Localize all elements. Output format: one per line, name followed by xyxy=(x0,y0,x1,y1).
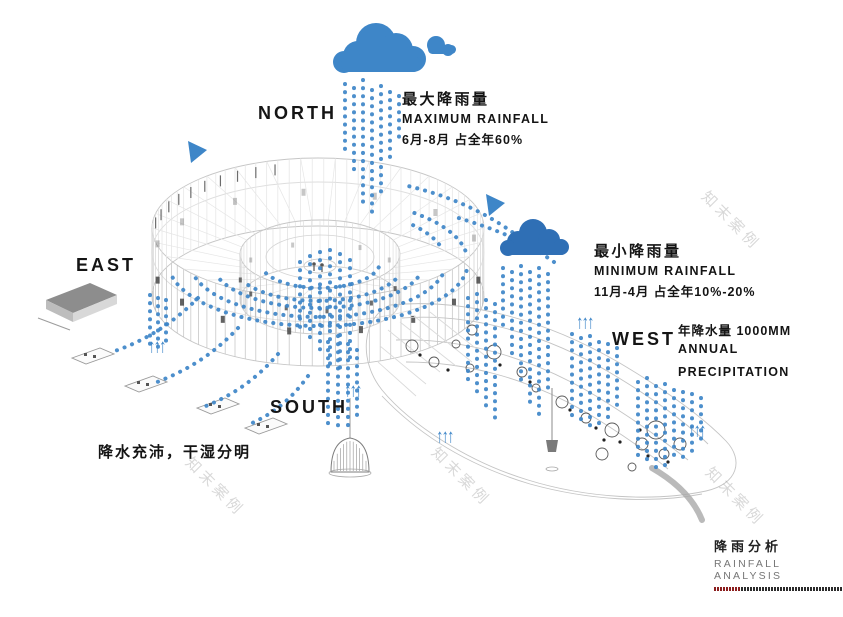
wing-contour-1 xyxy=(401,316,709,445)
dome-object xyxy=(328,398,372,478)
evaporation-arrows-icon: ↑↑↑ xyxy=(688,419,706,442)
annex-ground-line xyxy=(37,317,71,331)
max-rainfall-annotation: 最大降雨量 MAXIMUM RAINFALL 6月-8月 占全年60% xyxy=(402,88,549,148)
annual-precipitation-annotation: 年降水量 1000MM ANNUAL PRECIPITATION xyxy=(678,320,791,379)
compass-east-label: EAST xyxy=(76,255,137,275)
legend-strip xyxy=(714,587,843,591)
annual-precipitation-line1: 年降水量 1000MM xyxy=(678,324,792,338)
cloud-dark-icon xyxy=(500,219,569,256)
east-annex xyxy=(37,283,117,331)
pendant-lamp xyxy=(545,388,559,472)
legend: 降雨分析 RAINFALL ANALYSIS xyxy=(714,536,843,591)
pendant-shadow xyxy=(545,466,559,472)
annex-side xyxy=(73,295,117,322)
min-rainfall-detail: 11月-4月 占全年10%-20% xyxy=(594,285,756,299)
flag-triangle-center-icon xyxy=(486,194,505,216)
evaporation-arrows-icon: ↑↑↑ xyxy=(576,311,594,334)
compass-south-label: SOUTH xyxy=(270,397,348,417)
wing-circles xyxy=(405,324,687,472)
compass-north-label: NORTH xyxy=(258,103,337,123)
ground-panels xyxy=(70,347,289,435)
evaporation-arrows-icon: ↑↑↑ xyxy=(148,335,166,358)
annex-front xyxy=(46,300,73,322)
annual-precipitation-line3: PRECIPITATION xyxy=(678,365,790,379)
wing-building xyxy=(365,303,737,500)
compass-west-label: WEST xyxy=(612,329,676,349)
climate-note: 降水充沛，干湿分明 xyxy=(98,444,252,461)
cloud-small-puff-icon xyxy=(427,36,456,56)
road-path xyxy=(649,465,705,523)
legend-title-zh: 降雨分析 xyxy=(714,539,783,554)
annex-roof xyxy=(46,283,117,313)
evaporation-arrows-icon: ↑↑↑ xyxy=(436,425,454,448)
wing-outline xyxy=(365,303,737,498)
min-rainfall-title-zh: 最小降雨量 xyxy=(594,243,682,260)
wing-lower-edge xyxy=(381,395,703,500)
min-rainfall-annotation: 最小降雨量 MINIMUM RAINFALL 11月-4月 占全年10%-20% xyxy=(594,240,756,300)
flag-triangle-north-icon xyxy=(188,141,207,163)
max-rainfall-detail: 6月-8月 占全年60% xyxy=(402,133,524,147)
cloud-large-icon xyxy=(333,23,426,73)
max-rainfall-title-zh: 最大降雨量 xyxy=(402,91,490,108)
wing-hatch xyxy=(377,311,489,397)
min-rainfall-title-en: MINIMUM RAINFALL xyxy=(594,264,737,278)
legend-title-en: RAINFALL ANALYSIS xyxy=(714,558,783,582)
max-rainfall-title-en: MAXIMUM RAINFALL xyxy=(402,112,550,126)
pendant-shade xyxy=(546,440,558,452)
evaporation-arrows-icon: ↑↑↑ xyxy=(344,379,362,402)
annual-precipitation-line2: ANNUAL xyxy=(678,342,739,356)
tower-building xyxy=(151,157,485,367)
direction-flags xyxy=(188,141,505,216)
rain-clouds xyxy=(333,23,569,256)
rain-dots xyxy=(110,78,703,470)
